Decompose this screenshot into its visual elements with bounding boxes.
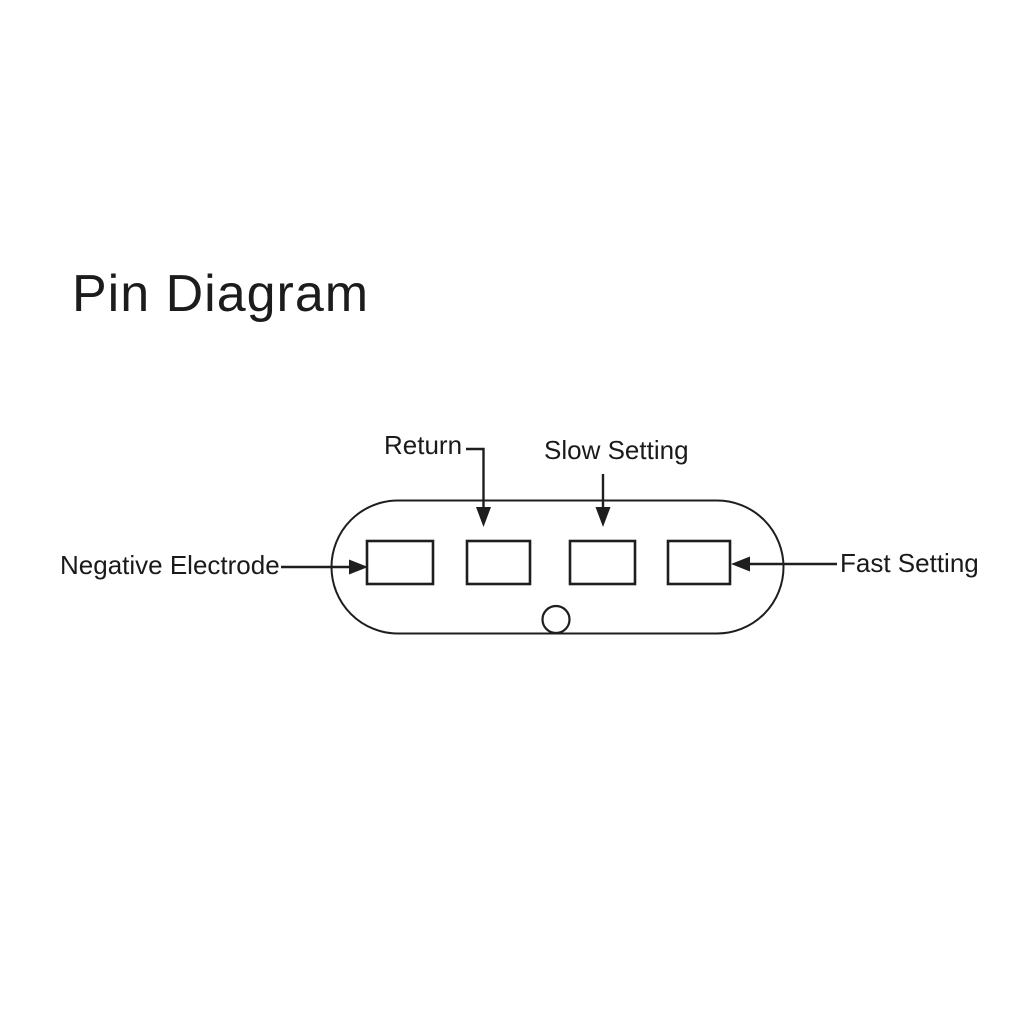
fast-setting-label: Fast Setting: [840, 548, 979, 578]
pin-4-fast-setting: [666, 539, 732, 586]
pin-1-negative-electrode: [365, 539, 435, 586]
negative-electrode-label: Negative Electrode: [60, 550, 280, 580]
negative-electrode-arrowhead-icon: [349, 559, 368, 575]
pin-3-slow-setting: [568, 539, 637, 586]
return-label: Return: [384, 430, 463, 460]
alignment-notch-circle: [541, 604, 571, 635]
slow-setting-label: Slow Setting: [544, 435, 689, 465]
slow-setting-arrowhead-icon: [595, 507, 611, 527]
page-title: Pin Diagram: [72, 265, 370, 323]
return-arrowhead-icon: [476, 507, 491, 527]
return-connector-line: [466, 447, 485, 509]
fast-setting-arrowhead-icon: [731, 556, 750, 572]
pin-2-return: [465, 539, 532, 586]
